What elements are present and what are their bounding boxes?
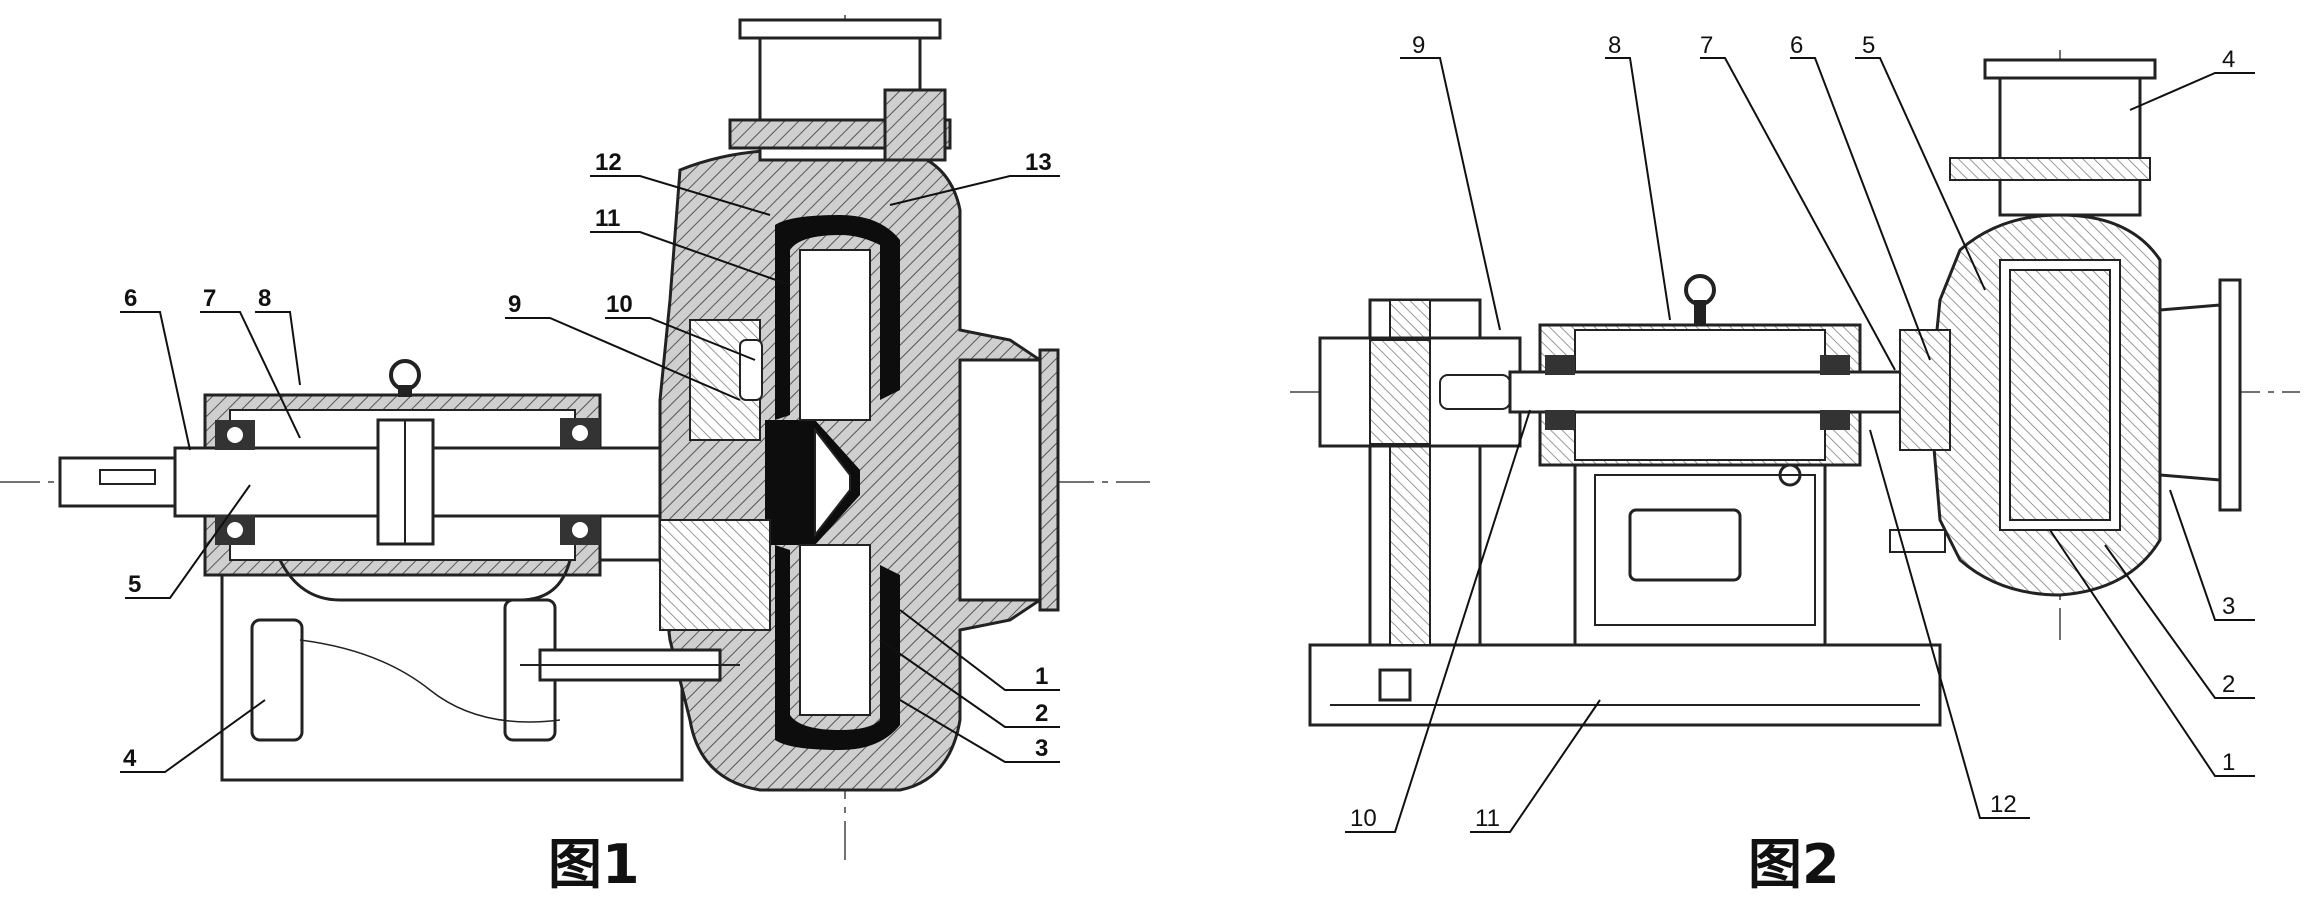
- fig1-label-3: 3: [1035, 735, 1048, 762]
- fig2-label-5: 5: [1862, 32, 1875, 59]
- fig2-label-12: 12: [1990, 791, 2017, 818]
- fig1-label-1: 1: [1035, 663, 1048, 690]
- fig1-expeller-area: [520, 319, 771, 682]
- fig1-leader-lines: [120, 175, 1060, 773]
- fig2-leader-lines: [1345, 57, 2255, 833]
- fig1-label-12: 12: [595, 149, 622, 176]
- fig2-part-labels: 1 2 3 4 5 6 7 8 9 10 11 12: [1350, 32, 2235, 832]
- fig2-label-6: 6: [1790, 32, 1803, 59]
- fig2-label-2: 2: [2222, 671, 2235, 698]
- fig1-label-8: 8: [258, 285, 271, 312]
- fig2-coupling-support: [1318, 298, 1522, 647]
- fig1-label-11: 11: [595, 205, 620, 232]
- fig1-label-4: 4: [123, 745, 137, 772]
- figure-2-caption: 图2: [1748, 833, 1840, 896]
- fig1-label-10: 10: [606, 291, 633, 318]
- fig2-bearings: [1545, 355, 1850, 430]
- fig2-label-10: 10: [1350, 805, 1377, 832]
- fig1-part-labels: 1 2 3 4 5 6 7 8 9 10 11 12 13: [123, 149, 1052, 772]
- fig2-label-7: 7: [1700, 32, 1713, 59]
- fig2-label-8: 8: [1608, 32, 1621, 59]
- fig2-label-4: 4: [2222, 46, 2235, 73]
- fig1-label-7: 7: [203, 285, 216, 312]
- figure-1-caption: 图1: [548, 833, 640, 896]
- fig1-impeller: [799, 249, 871, 716]
- fig2-pump-casing: [1889, 58, 2242, 597]
- fig2-label-11: 11: [1475, 805, 1500, 832]
- fig1-label-2: 2: [1035, 700, 1048, 727]
- fig1-rubber-lining: [765, 215, 900, 750]
- fig2-label-9: 9: [1412, 32, 1425, 59]
- figure-2-pump-drawing: 1 2 3 4 5 6 7 8 9 10 11 12: [1290, 32, 2300, 833]
- fig1-label-9: 9: [508, 291, 521, 318]
- fig1-bearings: [215, 418, 600, 545]
- fig1-label-6: 6: [124, 285, 137, 312]
- fig2-label-1: 1: [2222, 749, 2235, 776]
- fig2-bearing-housing: [1538, 274, 1862, 647]
- fig1-label-13: 13: [1025, 149, 1052, 176]
- fig1-label-5: 5: [128, 571, 141, 598]
- fig2-base-plate: [1308, 643, 1942, 727]
- figure-1-pump-drawing: 1 2 3 4 5 6 7 8 9 10 11 12 13: [0, 15, 1150, 860]
- fig2-label-3: 3: [2222, 593, 2235, 620]
